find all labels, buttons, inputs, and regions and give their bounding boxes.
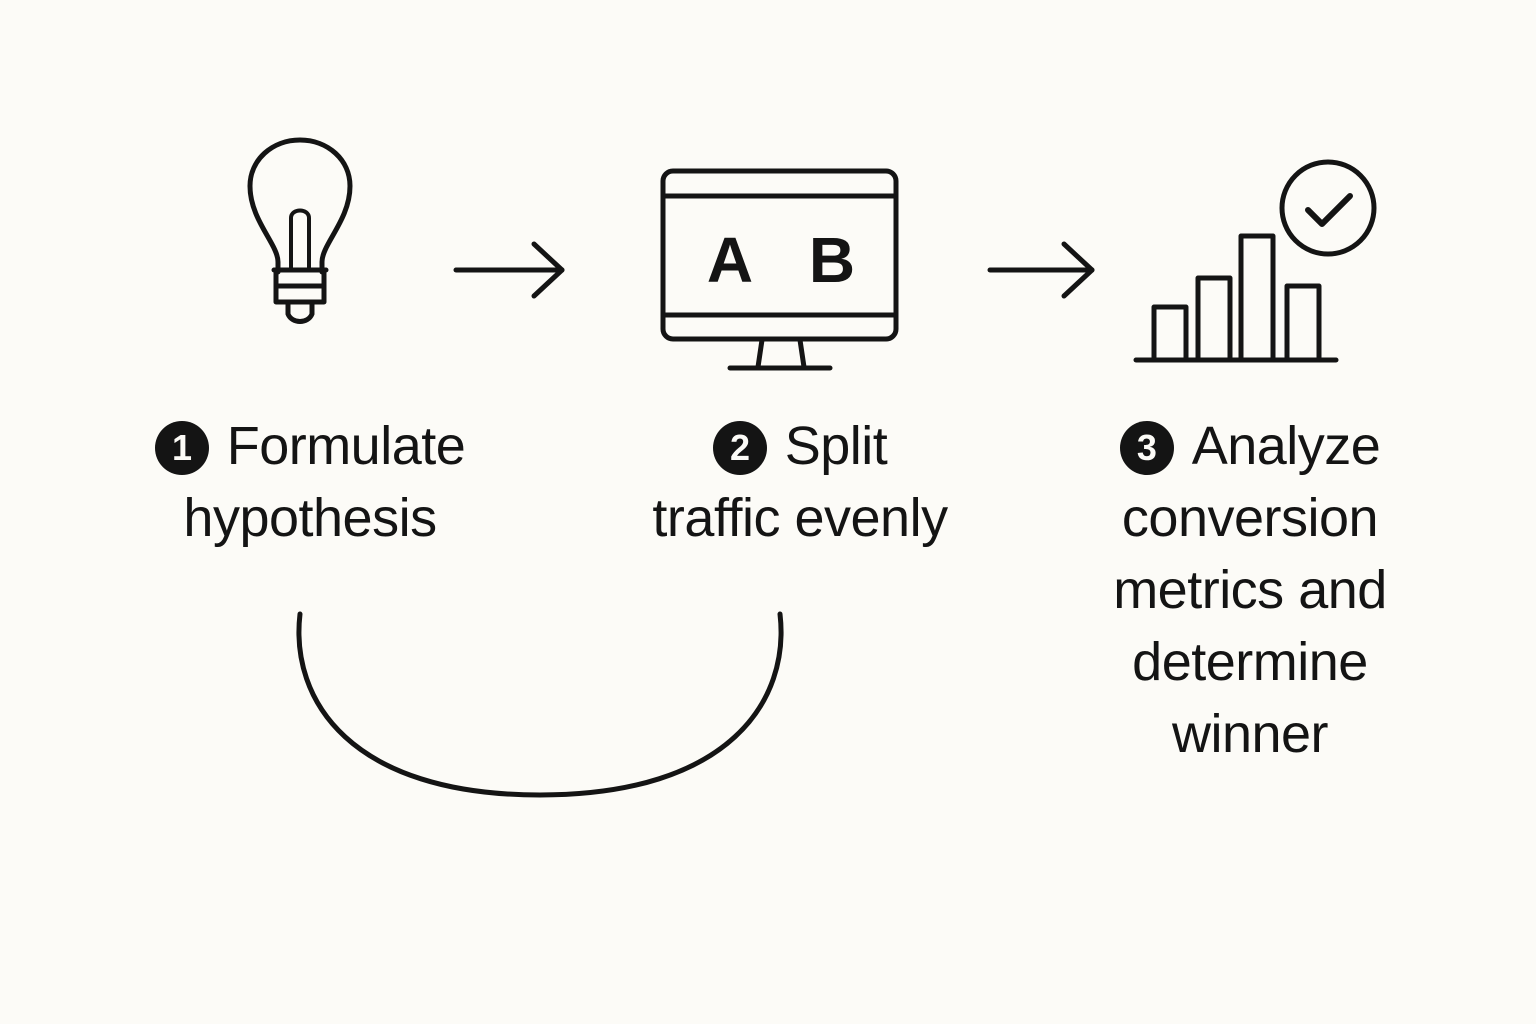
arrow-right-icon (987, 241, 1095, 299)
step-3-title-line: 3 Analyze (1040, 410, 1460, 482)
step-1-number-badge: 1 (154, 421, 209, 475)
variant-b-letter: B (809, 224, 855, 296)
step-2-number-badge: 2 (712, 421, 767, 475)
step-1-label: 1 Formulate hypothesis (90, 410, 530, 554)
step-3-line-5: winner (1171, 704, 1329, 764)
step-3-label: 3 Analyze conversion metrics and determin… (1040, 410, 1460, 770)
loop-connector (296, 611, 784, 798)
arrow-right-icon (453, 241, 565, 299)
bar-chart-check-icon (1133, 159, 1377, 363)
step-2-title: Split (784, 416, 888, 476)
variant-a-letter: A (707, 224, 753, 296)
step-2-label: 2 Split traffic evenly (580, 410, 1020, 554)
step-1-title-line: 1 Formulate (90, 410, 530, 482)
step-1-title: Formulate (226, 416, 466, 476)
lightbulb-icon (247, 137, 353, 324)
step-1-subtitle: hypothesis (183, 488, 437, 548)
step-3-line-2: conversion (1121, 488, 1379, 548)
step-3-title: Analyze (1191, 416, 1381, 476)
step-3-number-badge: 3 (1119, 421, 1174, 475)
step-2-title-line: 2 Split (580, 410, 1020, 482)
ab-test-monitor-icon (660, 168, 899, 371)
step-2-subtitle: traffic evenly (652, 488, 948, 548)
step-3-line-4: determine (1132, 632, 1368, 692)
step-3-line-3: metrics and (1113, 560, 1387, 620)
